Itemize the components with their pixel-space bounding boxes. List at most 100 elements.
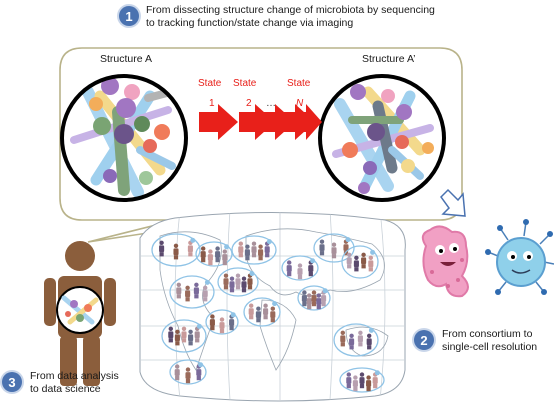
- step-3-line-1: From data analysis: [30, 370, 119, 382]
- person-icon: [366, 375, 372, 392]
- population-group-ring: [297, 285, 331, 311]
- population-group-ring: [339, 367, 385, 393]
- step-3-line-2: to data science: [30, 383, 101, 395]
- state-1-word: State: [198, 78, 222, 89]
- person-icon: [346, 372, 352, 389]
- person-icon: [311, 290, 317, 307]
- structure-a-prime-label: Structure A’: [362, 53, 416, 65]
- sample-dot: [224, 244, 230, 250]
- step-3-caption: From data analysis to data science: [30, 370, 140, 396]
- person-icon: [353, 255, 359, 272]
- person-icon: [229, 276, 235, 293]
- step-1-line-2: to tracking function/state change via im…: [146, 17, 354, 29]
- person-icon: [173, 243, 179, 260]
- step-2-line-1: From consortium to: [442, 328, 533, 340]
- person-icon: [159, 240, 165, 257]
- state-labels: State State State 1 2 … N: [198, 78, 311, 109]
- sample-dot: [266, 239, 272, 245]
- population-group-ring: [231, 235, 277, 265]
- person-icon: [352, 375, 358, 392]
- step-2-line-2: single-cell resolution: [442, 341, 538, 353]
- person-icon: [316, 293, 322, 310]
- state-2-word: State: [233, 78, 257, 89]
- state-arrow-1: [199, 104, 238, 140]
- person-icon: [185, 285, 191, 302]
- population-group-ring: [243, 297, 281, 327]
- person-icon: [319, 239, 325, 256]
- sample-dot: [230, 312, 236, 318]
- person-icon: [301, 290, 307, 307]
- population-group-ring: [161, 319, 207, 353]
- sample-dot: [310, 258, 316, 264]
- step-1-caption: From dissecting structure change of micr…: [146, 4, 476, 30]
- person-icon: [193, 282, 199, 299]
- person-icon: [244, 244, 250, 261]
- sample-dot: [272, 301, 278, 307]
- sample-dot: [190, 237, 196, 243]
- step-3-badge: 3: [2, 372, 22, 392]
- population-group-ring: [217, 267, 259, 297]
- state-n-word: State: [287, 78, 311, 89]
- person-icon: [238, 241, 244, 258]
- person-icon: [349, 333, 355, 350]
- population-group-ring: [195, 241, 233, 267]
- sample-dot: [322, 288, 328, 294]
- gut-microbiota-circle: [56, 286, 104, 334]
- person-icon: [174, 364, 180, 381]
- sample-dot: [198, 362, 204, 368]
- person-icon: [168, 326, 174, 343]
- population-group-ring: [281, 255, 319, 281]
- person-icon: [346, 252, 352, 269]
- step-2-badge: 2: [414, 330, 434, 350]
- person-icon: [263, 303, 269, 320]
- step-1-badge: 1: [119, 6, 139, 26]
- step-2-caption: From consortium to single-cell resolutio…: [442, 328, 552, 354]
- person-icon: [215, 246, 221, 263]
- person-icon: [361, 252, 367, 269]
- person-icon: [235, 273, 241, 290]
- person-icon: [359, 372, 365, 389]
- structure-a-circle: [62, 76, 186, 200]
- pink-microbe-cartoon: [421, 225, 469, 298]
- blue-microbe-cartoon: [485, 219, 554, 295]
- state-n-number: N: [296, 98, 304, 109]
- pointer-arrow: [440, 188, 466, 217]
- population-group-ring: [313, 233, 355, 263]
- person-icon: [185, 367, 191, 384]
- sample-dot: [345, 237, 351, 243]
- person-icon: [187, 240, 193, 257]
- person-icon: [194, 326, 200, 343]
- person-icon: [200, 246, 206, 263]
- state-dots: …: [266, 98, 276, 109]
- step-1-line-1: From dissecting structure change of micr…: [146, 4, 435, 16]
- state-arrow-3: [259, 104, 295, 140]
- person-icon: [286, 260, 292, 277]
- person-icon: [241, 276, 247, 293]
- person-icon: [188, 329, 194, 346]
- person-icon: [181, 326, 187, 343]
- person-icon: [219, 317, 225, 334]
- population-group-ring: [205, 309, 239, 335]
- person-icon: [207, 249, 213, 266]
- sample-dot: [374, 370, 380, 376]
- sample-dot: [370, 249, 376, 255]
- state-2-number: 2: [246, 98, 252, 109]
- sample-dot: [204, 279, 210, 285]
- person-icon: [222, 249, 228, 266]
- person-icon: [258, 244, 264, 261]
- person-icon: [255, 306, 261, 323]
- population-group-ring: [341, 245, 379, 279]
- person-icon: [248, 303, 254, 320]
- person-icon: [366, 333, 372, 350]
- state-1-number: 1: [209, 98, 215, 109]
- structure-a-label: Structure A: [100, 53, 152, 65]
- sample-dot: [196, 323, 202, 329]
- population-group-ring: [151, 233, 201, 267]
- state-arrows: [199, 104, 322, 140]
- person-icon: [202, 285, 208, 302]
- population-groups: [151, 233, 385, 393]
- person-icon: [176, 282, 182, 299]
- population-group-ring: [169, 359, 207, 385]
- state-arrow-2: [239, 104, 275, 140]
